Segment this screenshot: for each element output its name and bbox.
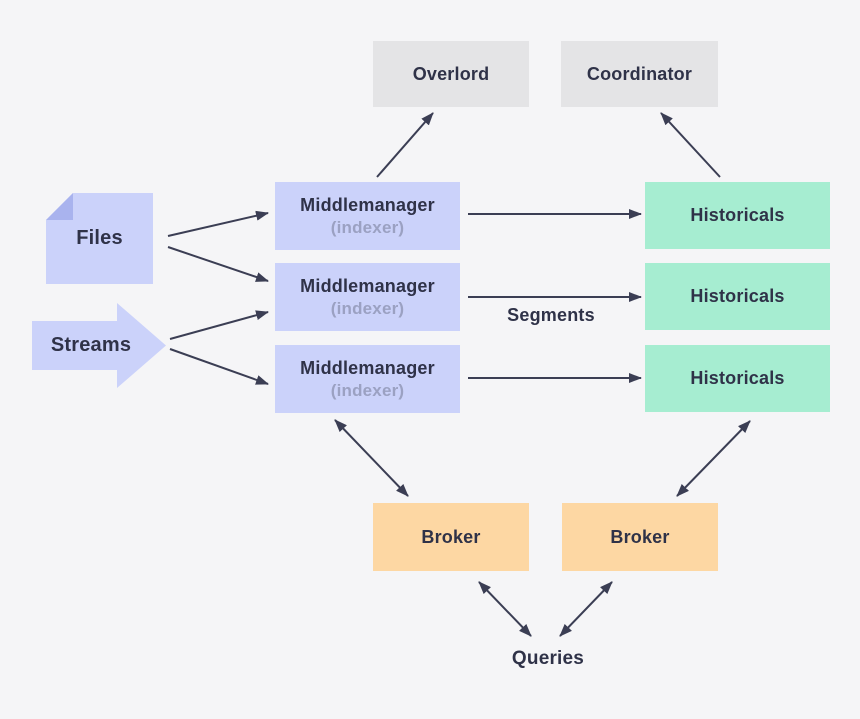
node-broker-2: Broker bbox=[562, 503, 718, 571]
node-broker-1: Broker bbox=[373, 503, 529, 571]
node-middlemanager-2-label: Middlemanager bbox=[300, 276, 435, 297]
node-middlemanager-1-sublabel: (indexer) bbox=[330, 217, 405, 237]
node-historicals-1-label: Historicals bbox=[690, 205, 785, 226]
node-files-label: Files bbox=[76, 227, 123, 249]
arrow-streams-to-middlemanager-3 bbox=[169, 348, 269, 385]
node-streams-label: Streams bbox=[50, 334, 132, 356]
arrow-historicals-3-broker-2 bbox=[676, 420, 751, 497]
node-coordinator: Coordinator bbox=[561, 41, 718, 107]
arrow-broker-2-queries bbox=[559, 581, 613, 637]
arrow-files-to-middlemanager-2 bbox=[167, 246, 269, 282]
arrow-middlemanager-3-broker-1 bbox=[334, 419, 409, 497]
node-streams: Streams bbox=[32, 303, 166, 388]
node-files: Files bbox=[46, 193, 153, 284]
node-coordinator-label: Coordinator bbox=[586, 63, 693, 84]
node-middlemanager-1-label: Middlemanager bbox=[300, 195, 435, 216]
node-historicals-1: Historicals bbox=[645, 182, 830, 249]
queries-label: Queries bbox=[511, 648, 585, 669]
node-historicals-3: Historicals bbox=[645, 345, 830, 412]
arrow-middlemanager-to-overlord bbox=[376, 112, 434, 178]
arrow-broker-1-queries bbox=[478, 581, 532, 637]
node-middlemanager-3-label: Middlemanager bbox=[300, 358, 435, 379]
node-historicals-3-label: Historicals bbox=[690, 368, 785, 389]
segments-label: Segments bbox=[507, 304, 595, 325]
arrow-files-to-middlemanager-1 bbox=[167, 210, 269, 237]
node-historicals-2-label: Historicals bbox=[690, 286, 785, 307]
node-middlemanager-3-sublabel: (indexer) bbox=[330, 380, 405, 400]
node-middlemanager-2-sublabel: (indexer) bbox=[330, 298, 405, 318]
node-overlord-label: Overlord bbox=[412, 63, 490, 84]
node-broker-2-label: Broker bbox=[610, 526, 670, 547]
node-middlemanager-3: Middlemanager (indexer) bbox=[275, 345, 460, 413]
arrow-streams-to-middlemanager-2 bbox=[169, 310, 269, 340]
node-middlemanager-1: Middlemanager (indexer) bbox=[275, 182, 460, 250]
arrow-historicals-to-coordinator bbox=[660, 112, 721, 178]
node-broker-1-label: Broker bbox=[421, 526, 481, 547]
node-historicals-2: Historicals bbox=[645, 263, 830, 330]
node-middlemanager-2: Middlemanager (indexer) bbox=[275, 263, 460, 331]
node-overlord: Overlord bbox=[373, 41, 529, 107]
